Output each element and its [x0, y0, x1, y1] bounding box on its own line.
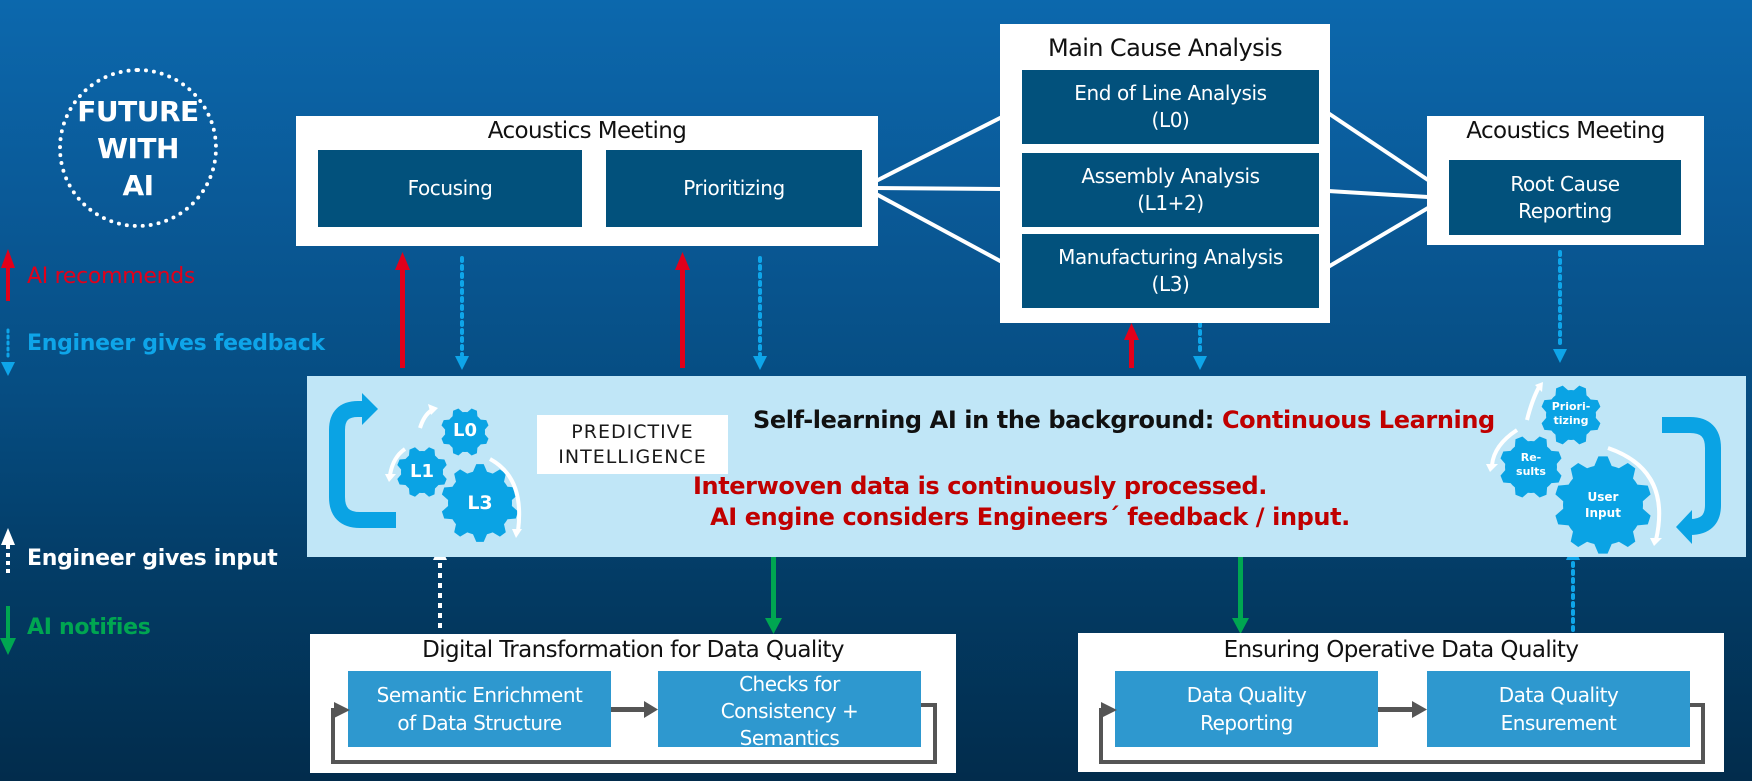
- main-cause-analysis-title: Main Cause Analysis: [1048, 34, 1283, 62]
- gear-label-l3: L3: [467, 492, 493, 514]
- gear-rotation-arrows-right-icon: [1490, 386, 1662, 541]
- logo-line-1: PREDICTIVE: [571, 420, 694, 443]
- ai-panel-title-prefix: Self-learning AI in the background:: [753, 406, 1222, 434]
- gear-label-results: Re- sults: [1516, 451, 1546, 478]
- ai-panel-title: Self-learning AI in the background: Cont…: [753, 406, 1495, 434]
- ai-panel-title-highlight: Continuous Learning: [1221, 406, 1495, 434]
- gears-right-group: [1500, 385, 1651, 554]
- step-semantic-enrichment[interactable]: Semantic Enrichment of Data Structure: [348, 671, 611, 747]
- fan-lines-left: [875, 115, 1003, 264]
- ai-recommends-arrow-2: [675, 252, 690, 368]
- gear-label-l0: L0: [453, 420, 477, 441]
- acoustics-meeting-right-title: Acoustics Meeting: [1466, 118, 1665, 144]
- step-prioritizing[interactable]: Prioritizing: [606, 150, 862, 227]
- step-data-quality-ensurement[interactable]: Data Quality Ensurement: [1427, 671, 1690, 747]
- step-end-of-line-analysis[interactable]: End of Line Analysis (L0): [1022, 70, 1319, 144]
- legend-label-engineer-feedback: Engineer gives feedback: [27, 331, 325, 356]
- ai-recommends-arrow-3: [1124, 323, 1139, 368]
- legend-label-ai-notifies: AI notifies: [27, 615, 151, 640]
- gear-results-icon: [1500, 436, 1562, 498]
- ai-panel-line-2: AI engine considers Engineers´ feedback …: [710, 503, 1350, 531]
- engineer-feedback-arrow-1: [455, 256, 469, 370]
- legend-engineer-input-icon: [1, 528, 15, 576]
- logo-line-2: INTELLIGENCE: [558, 445, 707, 468]
- legend-ai-notifies-icon: [0, 606, 16, 655]
- predictive-intelligence-logo: PREDICTIVE INTELLIGENCE: [537, 415, 728, 474]
- loop-arrow-left-icon: [329, 393, 396, 528]
- legend-label-ai-recommends: AI recommends: [27, 264, 196, 289]
- engineer-feedback-arrow-4: [1553, 250, 1567, 363]
- gear-rotation-arrows-left-heads: [385, 404, 522, 538]
- step-manufacturing-analysis[interactable]: Manufacturing Analysis (L3): [1022, 234, 1319, 308]
- badge-text: FUTURE WITH AI: [77, 94, 199, 202]
- gear-prioritizing-icon: [1541, 385, 1601, 445]
- loop-arrow-right-icon: [1662, 417, 1721, 544]
- gear-l1-icon: [397, 447, 447, 497]
- step-data-quality-reporting[interactable]: Data Quality Reporting: [1115, 671, 1378, 747]
- gear-l0-icon: [441, 408, 489, 456]
- loop-arrow-operative-quality: [1099, 701, 1705, 764]
- legend-engineer-feedback-icon: [1, 328, 15, 376]
- gear-rotation-arrows-right-heads: [1486, 382, 1662, 546]
- step-assembly-analysis[interactable]: Assembly Analysis (L1+2): [1022, 153, 1319, 227]
- operative-data-quality-title: Ensuring Operative Data Quality: [1223, 637, 1579, 663]
- engineer-feedback-arrow-2: [753, 256, 767, 370]
- step-focusing[interactable]: Focusing: [318, 150, 582, 227]
- future-with-ai-badge: FUTURE WITH AI: [58, 68, 218, 228]
- digital-transformation-title: Digital Transformation for Data Quality: [422, 637, 844, 663]
- step-root-cause-reporting[interactable]: Root Cause Reporting: [1449, 160, 1681, 235]
- gear-label-user-input: User Input: [1585, 490, 1621, 520]
- engineer-feedback-arrow-3: [1193, 321, 1207, 370]
- gears-left-group: [397, 408, 519, 542]
- ai-panel-line-1: Interwoven data is continuously processe…: [692, 472, 1267, 500]
- loop-arrow-digital-transformation: [331, 701, 937, 764]
- step-checks-consistency[interactable]: Checks for Consistency + Semantics: [658, 671, 921, 747]
- ai-notifies-arrow-1: [765, 544, 782, 634]
- ai-notifies-arrow-2: [1232, 544, 1249, 634]
- acoustics-meeting-left-title: Acoustics Meeting: [487, 118, 687, 144]
- legend-label-engineer-input: Engineer gives input: [27, 546, 278, 571]
- ai-recommends-arrow-1: [395, 252, 410, 368]
- legend-ai-recommends-icon: [1, 249, 15, 301]
- gear-label-l1: L1: [410, 461, 434, 482]
- fan-lines-right: [1326, 111, 1430, 269]
- gear-l3-icon: [441, 464, 519, 542]
- gear-user-input-icon: [1555, 456, 1651, 554]
- gear-label-prioritizing: Priori- tizing: [1551, 400, 1591, 427]
